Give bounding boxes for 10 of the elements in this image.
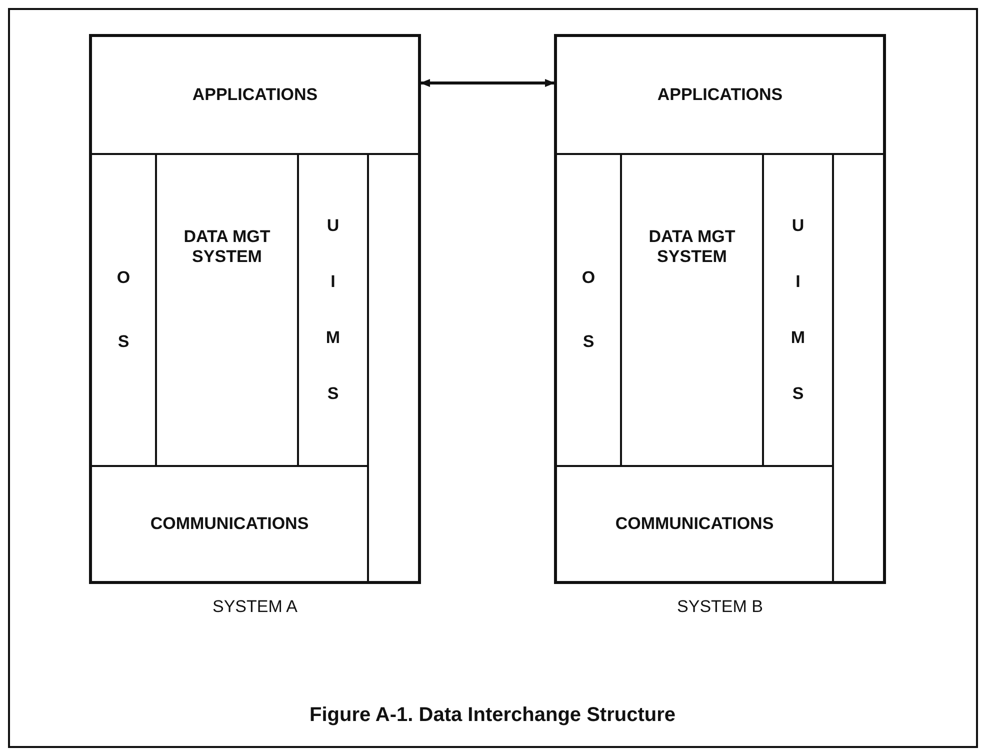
applications-box: APPLICATIONS — [555, 35, 885, 155]
double-arrow — [420, 79, 555, 87]
system-label: SYSTEM A — [211, 597, 299, 617]
empty-column — [367, 153, 420, 583]
empty-column — [832, 153, 885, 583]
communications-box: COMMUNICATIONS — [555, 465, 834, 583]
communications-box: COMMUNICATIONS — [90, 465, 369, 583]
figure-caption: Figure A-1. Data Interchange Structure — [308, 704, 676, 727]
applications-box: APPLICATIONS — [90, 35, 420, 155]
system-label: SYSTEM B — [676, 597, 764, 617]
